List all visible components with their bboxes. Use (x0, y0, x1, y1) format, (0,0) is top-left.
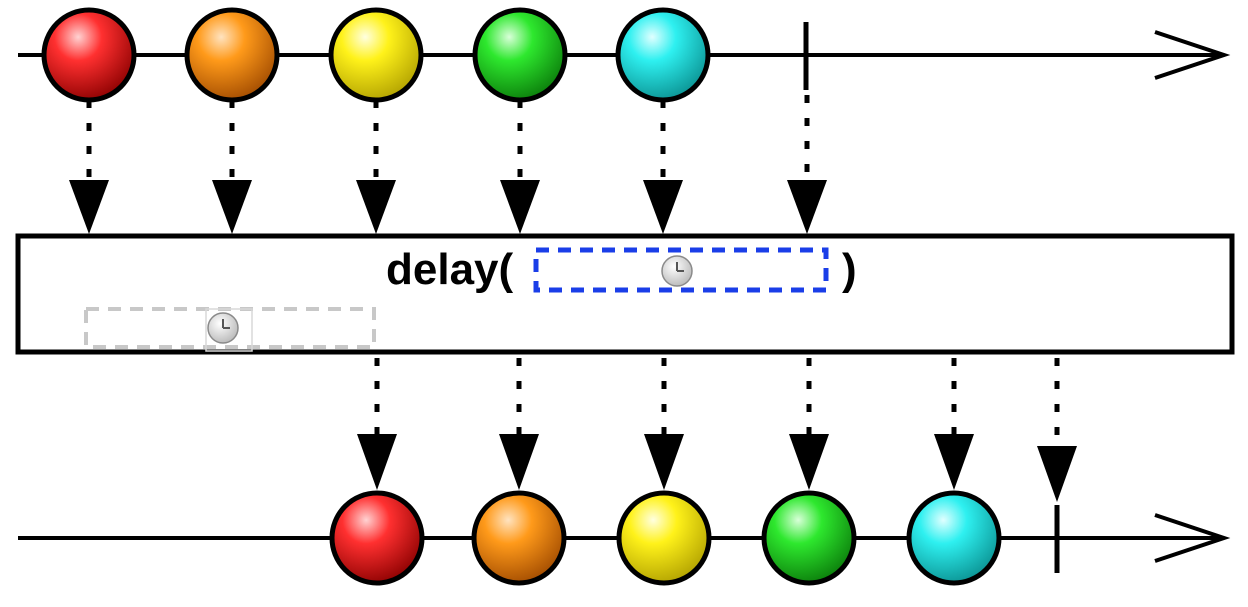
clock-icon (661, 255, 693, 287)
down-arrowhead (500, 180, 540, 234)
duration-parameter-selection[interactable] (533, 247, 829, 293)
marble-green (472, 7, 568, 103)
marble-yellow (328, 7, 424, 103)
marble-cyan (906, 490, 1002, 586)
result-timeline-arrowhead (1154, 513, 1231, 563)
source-arrowheads (69, 180, 827, 234)
down-arrowhead (1037, 446, 1077, 502)
marble-cyan (615, 7, 711, 103)
source-marbles (41, 7, 711, 103)
operator-label: delay( (386, 245, 514, 294)
marble-orange (184, 7, 280, 103)
result-arrowheads (357, 434, 1077, 502)
operator-box: delay( ) (15, 233, 1235, 355)
operator-box-frame (15, 233, 1235, 355)
ghost-clock-frame (205, 308, 253, 352)
operator-close-paren: ) (842, 245, 857, 294)
marble-red (41, 7, 137, 103)
down-arrowhead (212, 180, 252, 234)
down-arrowhead (357, 434, 397, 490)
marble-red (329, 490, 425, 586)
down-arrowhead (787, 180, 827, 234)
down-arrowhead (499, 434, 539, 490)
down-arrowhead (789, 434, 829, 490)
source-connectors (86, 95, 810, 180)
result-marbles (329, 490, 1002, 586)
down-arrowhead (934, 434, 974, 490)
down-arrowhead (643, 180, 683, 234)
clock-icon (207, 312, 239, 344)
marble-green (761, 490, 857, 586)
marble-yellow (616, 490, 712, 586)
down-arrowhead (69, 180, 109, 234)
result-connectors (374, 358, 1060, 448)
down-arrowhead (644, 434, 684, 490)
source-timeline-arrowhead (1154, 30, 1231, 80)
down-arrowhead (356, 180, 396, 234)
marble-orange (471, 490, 567, 586)
